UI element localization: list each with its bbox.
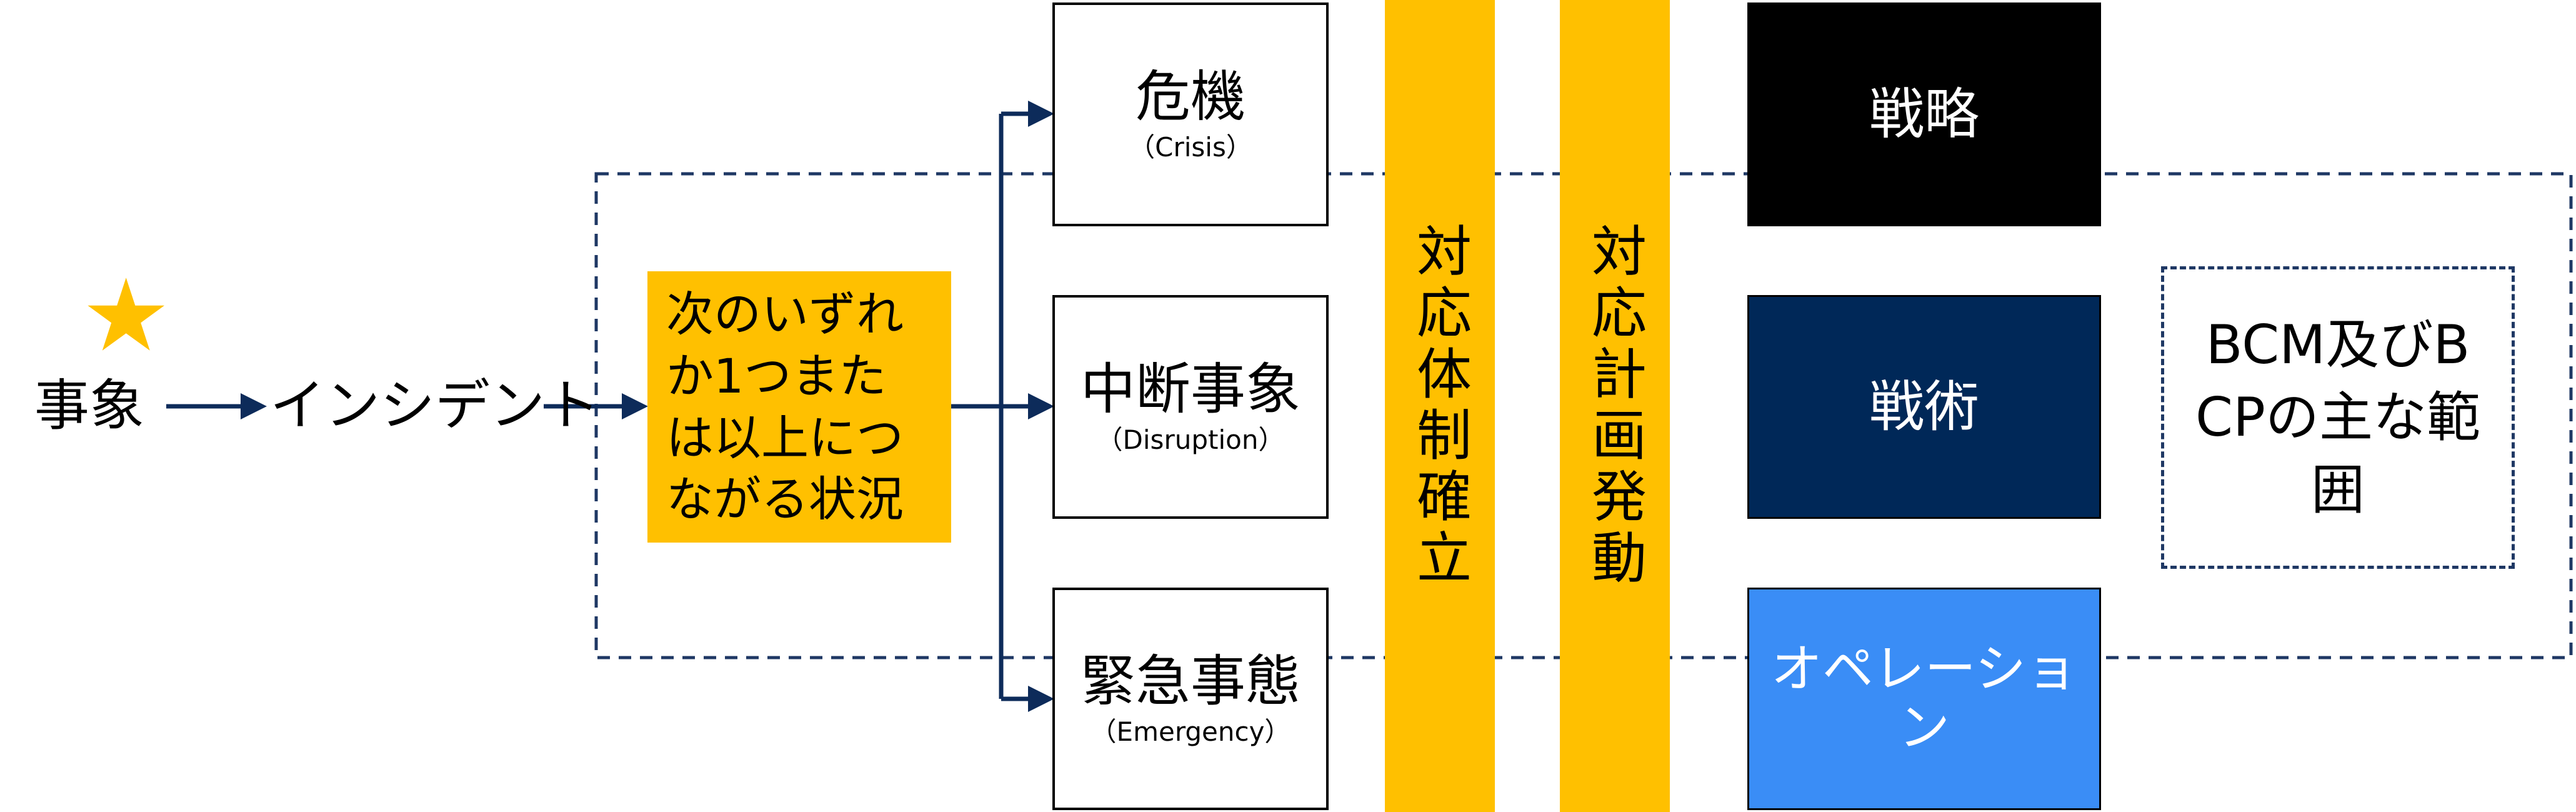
bar-plan-activation: 対応計画発動 (1560, 0, 1670, 812)
star-icon: ★ (81, 257, 171, 374)
scope-label-text: BCM及びBCPの主な範囲 (2195, 313, 2480, 522)
category-crisis-subtitle: （Crisis） (1129, 132, 1252, 163)
bar-response-structure-text: 対応体制確立 (1407, 222, 1472, 590)
bar-plan-activation-text: 対応計画発動 (1582, 222, 1647, 590)
category-disruption: 中断事象 （Disruption） (1052, 295, 1329, 519)
category-emergency: 緊急事態 （Emergency） (1052, 588, 1329, 810)
level-operation-label: オペレーション (1770, 639, 2078, 758)
category-crisis-title: 危機 (1135, 64, 1246, 129)
level-operation: オペレーション (1747, 588, 2101, 810)
level-tactics: 戦術 (1747, 295, 2101, 519)
category-crisis: 危機 （Crisis） (1052, 3, 1329, 226)
condition-text: 次のいずれか1つまたは以上につながる状況 (666, 286, 904, 528)
condition-box: 次のいずれか1つまたは以上につながる状況 (647, 271, 951, 543)
level-strategy-label: 戦略 (1869, 82, 1979, 147)
bar-response-structure: 対応体制確立 (1385, 0, 1495, 812)
category-emergency-title: 緊急事態 (1080, 649, 1300, 714)
level-tactics-label: 戦術 (1869, 374, 1979, 439)
scope-label-box: BCM及びBCPの主な範囲 (2161, 266, 2515, 569)
incident-label: インシデント (270, 373, 601, 438)
category-disruption-subtitle: （Disruption） (1096, 424, 1285, 456)
event-label: 事象 (34, 373, 145, 438)
category-disruption-title: 中断事象 (1080, 357, 1300, 422)
category-emergency-subtitle: （Emergency） (1090, 716, 1291, 748)
level-strategy: 戦略 (1747, 3, 2101, 226)
